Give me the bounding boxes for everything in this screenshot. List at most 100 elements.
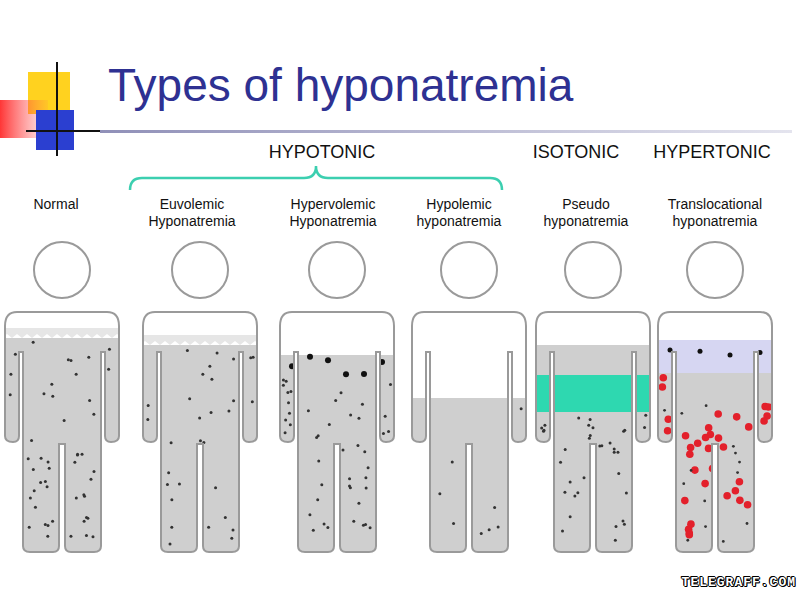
figure-label: Normal [11,196,101,213]
solute-dot [681,497,689,505]
watermark: TELEGRAFF.COM [682,575,796,591]
solute-dot [569,481,572,484]
solute-dot [734,452,737,455]
solute-dot [540,426,543,429]
solute-dot [32,341,35,344]
solute-dot [616,451,619,454]
solute-dot [644,414,647,417]
solute-dot [230,537,233,540]
solute-dot [387,430,390,433]
solute-dot [613,451,616,454]
solute-dot [39,481,42,484]
solute-dot [76,453,79,456]
fluid-wave [140,335,260,345]
solute-dot [497,526,500,529]
solute-dot [44,523,47,526]
solute-dot [690,469,693,472]
solute-dot [617,472,620,475]
solute-dot [682,482,685,485]
solute-dot [85,534,88,537]
solute-dot [714,410,722,418]
solute-dot [232,529,235,532]
solute-dot [70,359,73,362]
solute-dot [733,413,741,421]
solute-dot [663,409,666,412]
solute-dot [364,476,367,479]
solute-dot [542,429,545,432]
solute-dot [361,403,364,406]
solute-dot [9,393,12,396]
solute-dot [382,432,385,435]
group-heading: HYPERTONIC [653,142,770,164]
solute-dot [186,349,189,352]
solute-dot [665,415,673,423]
solute-dot [69,535,72,538]
solute-dot [723,492,731,500]
solute-dot [286,391,289,394]
solute-dot [520,407,523,410]
solute-dot [615,525,618,528]
solute-dot [146,418,149,421]
body-figure [277,242,397,600]
solute-dot [736,478,744,486]
solute-dot [325,357,331,363]
solute-dot [107,368,110,371]
solute-dot [284,431,287,434]
body-outline [536,312,650,552]
solute-dot [583,476,586,479]
solute-dot [320,483,323,486]
deco-line [56,62,58,156]
solute-dot [188,397,191,400]
solute-dot [44,480,47,483]
solute-dot [40,457,43,460]
body-figure [409,242,529,600]
solute-dot [384,415,387,418]
solute-dot [170,441,173,444]
solute-dot [589,434,592,437]
solute-dot [687,444,695,452]
solute-dot [698,349,703,354]
body-figure [533,242,653,595]
deco-line [26,130,100,132]
solute-dot [42,392,45,395]
solute-dot [600,444,603,447]
solute-dot [326,526,329,529]
group-heading: ISOTONIC [533,142,620,164]
body-figure [140,242,260,595]
body-figure [2,242,122,588]
solute-dot [210,411,213,414]
solute-dot [46,524,49,527]
solute-dot [577,417,580,420]
solute-dot [715,434,723,442]
solute-dot [29,496,32,499]
solute-dot [705,424,713,432]
solute-dot [686,450,694,458]
figure-label: Pseudo hyponatremia [534,196,638,230]
solute-dot [694,440,702,448]
solute-dot [34,506,37,509]
solute-dot [91,535,94,538]
solute-dot [307,409,310,412]
body-outline [412,312,526,552]
solute-dot [348,477,351,480]
solute-dot [75,497,78,500]
solute-dot [732,487,740,495]
solute-dot [480,532,483,535]
solute-dot [83,495,86,498]
solute-dot [284,419,287,422]
solute-dot [89,478,92,481]
solute-dot [664,427,672,435]
solute-dot [367,466,370,469]
solute-dot [559,461,562,464]
solute-dot [317,459,320,462]
solute-dot [323,522,326,525]
solute-dot [736,471,739,474]
solute-dot [343,371,349,377]
solute-dot [216,352,219,355]
fluid-wave [2,328,122,338]
solute-dot [542,430,545,433]
head [565,242,621,298]
solute-dot [28,526,31,529]
solute-dot [622,430,625,433]
solute-dot [32,468,35,471]
